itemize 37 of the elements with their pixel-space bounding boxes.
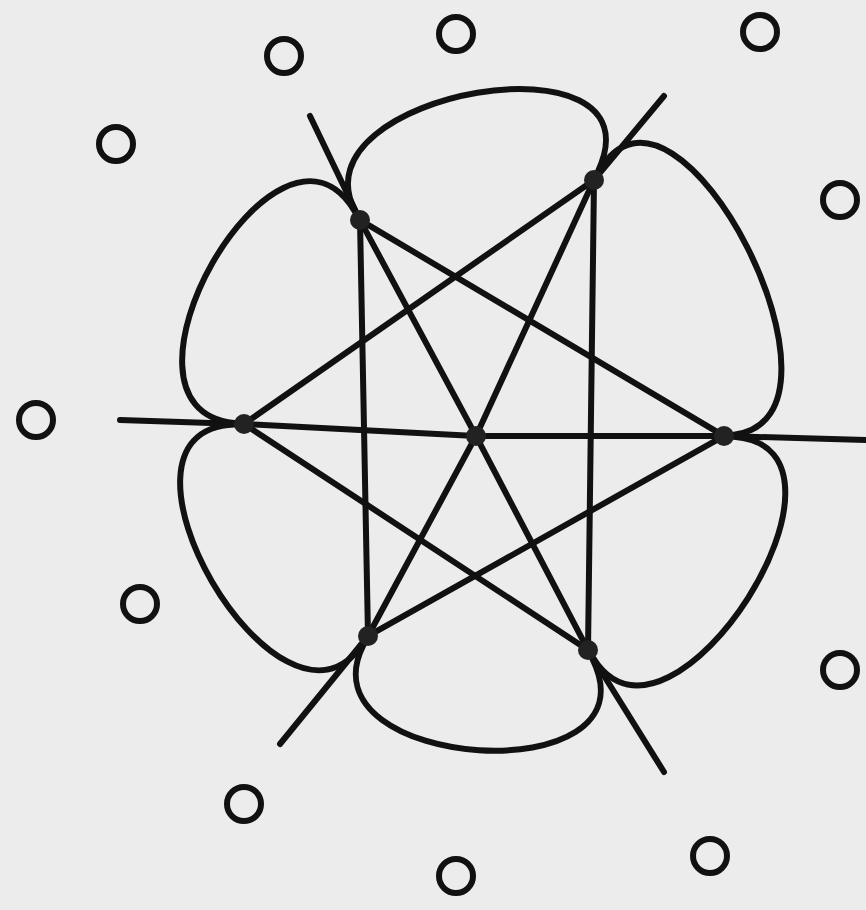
small-ring <box>690 836 730 876</box>
line <box>357 227 371 629</box>
line <box>477 186 593 430</box>
line <box>361 225 475 431</box>
line <box>369 441 475 631</box>
small-ring <box>120 584 160 624</box>
line <box>483 433 717 439</box>
junction-dot <box>358 626 378 646</box>
small-ring <box>436 14 476 54</box>
small-ring <box>820 180 860 220</box>
curved-line <box>344 86 609 215</box>
line <box>585 187 597 643</box>
curved-line <box>179 178 358 426</box>
junction-dot <box>578 640 598 660</box>
line <box>365 222 719 434</box>
line <box>277 640 365 747</box>
curved-line <box>590 433 789 689</box>
small-ring <box>436 856 476 896</box>
line <box>249 182 589 422</box>
small-ring <box>820 650 860 690</box>
line <box>477 441 587 645</box>
junction-dot <box>350 210 370 230</box>
junction-dot <box>714 426 734 446</box>
small-ring <box>740 12 780 52</box>
small-ring <box>16 400 56 440</box>
small-ring <box>96 124 136 164</box>
line <box>251 421 469 439</box>
line <box>307 113 359 214</box>
line <box>597 93 667 176</box>
small-ring <box>224 784 264 824</box>
line <box>373 437 719 635</box>
small-ring <box>264 36 304 76</box>
junction-dot <box>584 170 604 190</box>
junction-dot <box>466 426 486 446</box>
curved-line <box>352 641 604 754</box>
line <box>249 426 583 648</box>
junction-dot <box>234 414 254 434</box>
